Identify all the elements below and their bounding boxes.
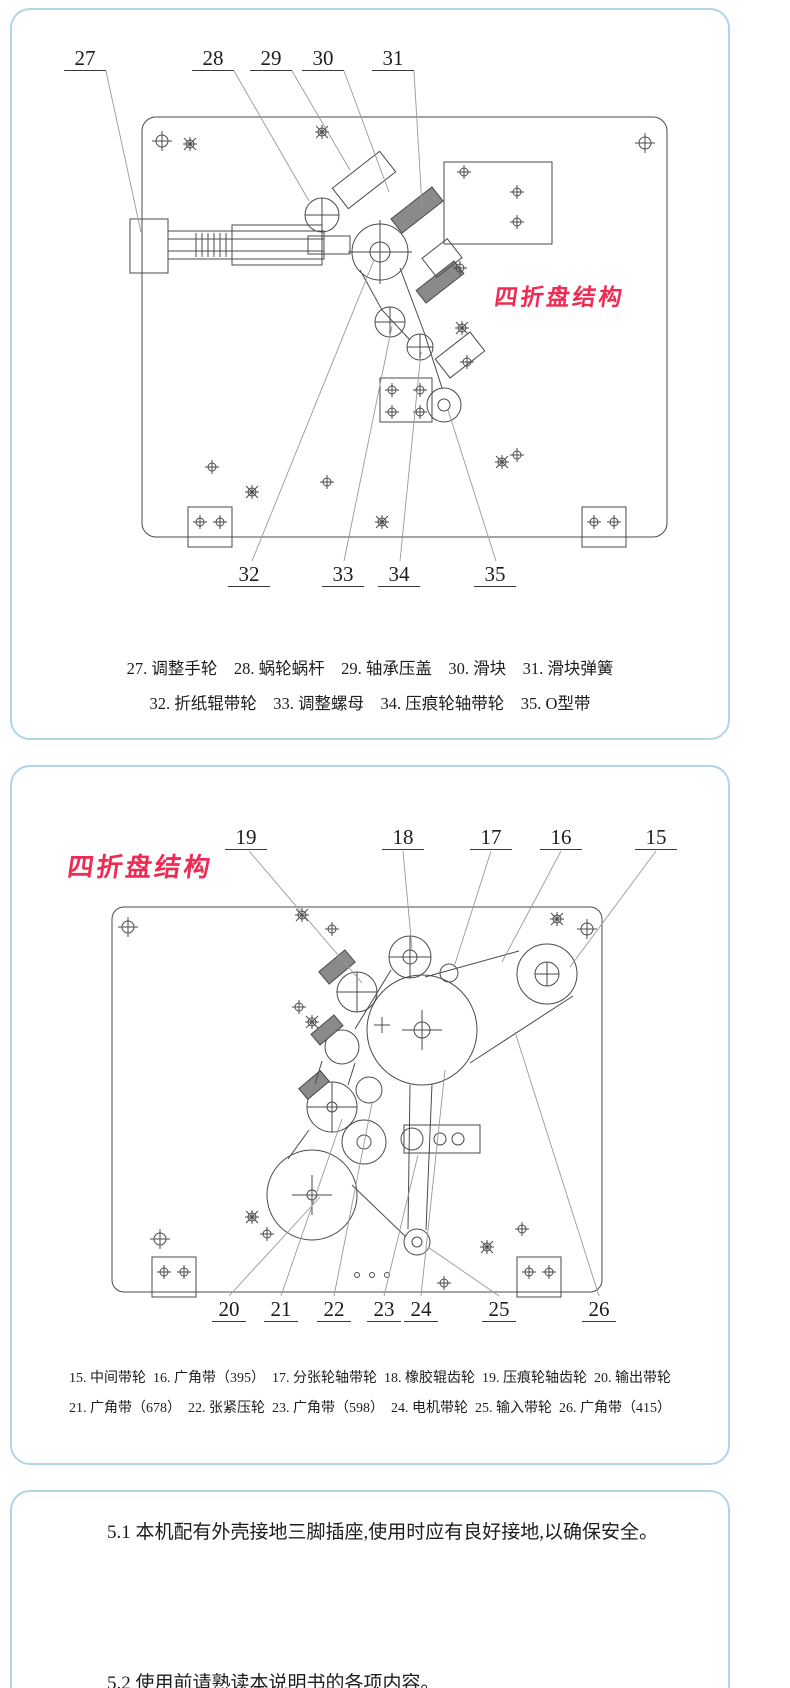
note-read-manual: 5.2 使用前请熟读本说明书的各项内容。: [107, 1673, 440, 1688]
structure-title: 四折盘结构: [65, 853, 215, 882]
callout-22: 22: [317, 1297, 351, 1322]
callout-27: 27: [64, 46, 106, 71]
mounting-plate: [141, 116, 668, 548]
parts-caption-line1: 27. 调整手轮 28. 蜗轮蜗杆 29. 轴承压盖 30. 滑块 31. 滑块…: [126, 659, 614, 678]
callout-34: 34: [378, 562, 420, 587]
callout-33: 33: [322, 562, 364, 587]
callout-24: 24: [404, 1297, 438, 1322]
callout-15: 15: [635, 825, 677, 850]
callout-18: 18: [382, 825, 424, 850]
parts-caption-line2: 21. 广角带（678） 22. 张紧压轮 23. 广角带（598） 24. 电…: [69, 1401, 671, 1416]
callout-17: 17: [470, 825, 512, 850]
callout-26: 26: [582, 1297, 616, 1322]
callout-29: 29: [250, 46, 292, 71]
note-grounding: 5.1 本机配有外壳接地三脚插座,使用时应有良好接地,以确保安全。: [107, 1522, 659, 1543]
callout-20: 20: [212, 1297, 246, 1322]
mounting-plate: [111, 906, 603, 1298]
callout-23: 23: [367, 1297, 401, 1322]
fold-plate-panel-lower: 19 18 17 16 15 20 21 22 23 24 25 26 四折盘结…: [10, 765, 730, 1465]
safety-notes-panel: 5.1 本机配有外壳接地三脚插座,使用时应有良好接地,以确保安全。 5.2 使用…: [10, 1490, 730, 1688]
callout-16: 16: [540, 825, 582, 850]
callout-28: 28: [192, 46, 234, 71]
slider-block-housing: [421, 161, 553, 336]
callout-30: 30: [302, 46, 344, 71]
callout-19: 19: [225, 825, 267, 850]
fold-plate-drawing-upper: [105, 70, 668, 562]
parts-caption-line2: 32. 折纸辊带轮 33. 调整螺母 34. 压痕轮轴带轮 35. O型带: [149, 694, 591, 713]
leader-lines: [228, 850, 657, 1297]
callout-21: 21: [264, 1297, 298, 1322]
callout-31: 31: [372, 46, 414, 71]
fold-plate-drawing-lower: [111, 850, 657, 1298]
callout-25: 25: [482, 1297, 516, 1322]
roller-pulley-linkage: [304, 150, 486, 423]
pulley-gear-train: [266, 935, 578, 1256]
leader-lines: [105, 70, 497, 562]
structure-title: 四折盘结构: [492, 285, 627, 310]
callout-32: 32: [228, 562, 270, 587]
fold-plate-panel-upper: 27 28 29 30 31 32 33 34 35 四折盘结构 27. 调整手…: [10, 8, 730, 740]
adjust-handwheel-worm-assembly: [129, 218, 351, 274]
callout-35: 35: [474, 562, 516, 587]
parts-caption-line1: 15. 中间带轮 16. 广角带（395） 17. 分张轮轴带轮 18. 橡胶辊…: [69, 1371, 671, 1386]
